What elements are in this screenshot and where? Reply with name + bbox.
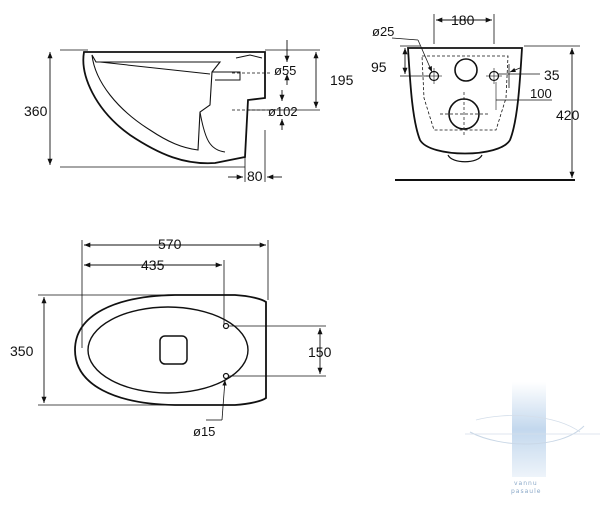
side-inlet-diameter-label: ø55 — [274, 63, 296, 78]
top-seat-opening — [87, 306, 249, 394]
rear-bolt-spacing-label: 180 — [451, 12, 475, 28]
watermark-column — [512, 382, 546, 477]
rear-bolt-height-label: 95 — [371, 59, 387, 75]
rear-side-offset-label: 35 — [544, 67, 560, 83]
top-hole-spacing-label: 150 — [308, 344, 332, 360]
top-width-total-label: 350 — [10, 343, 34, 359]
watermark-text-line2: pasaule — [511, 488, 541, 495]
rear-height-total-label: 420 — [556, 107, 580, 123]
rear-inlet-hole — [454, 58, 478, 82]
side-outlet-diameter-label: ø102 — [268, 104, 298, 119]
top-bowl-hole — [159, 335, 188, 365]
top-outer-outline — [74, 294, 267, 406]
side-bowl-outline — [82, 51, 266, 165]
top-hole-diameter-label: ø15 — [193, 424, 215, 439]
rear-outlet-drop-label: 100 — [530, 86, 552, 101]
top-length-to-holes-label: 435 — [141, 257, 165, 273]
top-mount-hole-upper — [222, 322, 230, 330]
side-bowl-inner — [91, 54, 222, 151]
side-height-total-label: 360 — [24, 103, 48, 119]
rear-outline — [407, 47, 523, 155]
watermark-text-line1: vannu — [514, 480, 538, 487]
top-view — [38, 240, 326, 421]
top-mount-hole-lower — [222, 372, 230, 380]
side-outlet-height-label: 195 — [330, 72, 354, 88]
rear-bolt-diameter-label: ø25 — [372, 24, 394, 39]
side-view — [47, 40, 320, 182]
brand-watermark: vannu pasaule — [465, 382, 600, 495]
top-length-total-label: 570 — [158, 236, 182, 252]
rear-view — [391, 14, 580, 181]
side-outlet-offset-label: 80 — [247, 168, 263, 184]
